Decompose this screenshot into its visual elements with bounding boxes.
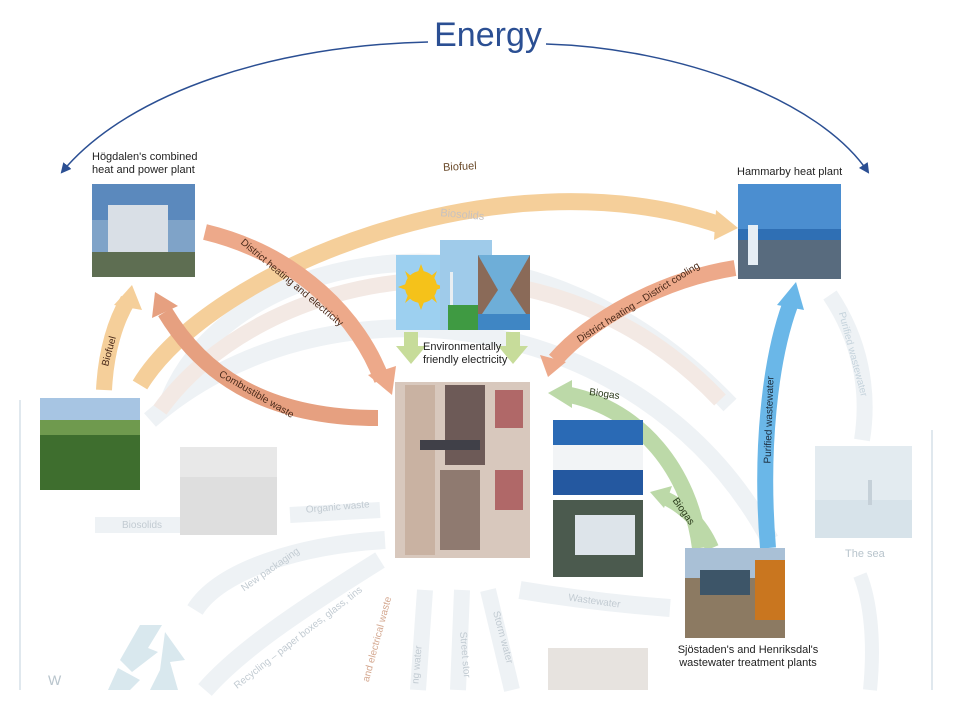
flow-label-biofuel-top: Biofuel bbox=[443, 160, 477, 174]
flow-label-combustible-waste: Combustible waste bbox=[217, 369, 296, 421]
waterfall-tile bbox=[478, 255, 530, 330]
green-down-arrow-right bbox=[498, 332, 528, 364]
flow-label-biosolids-top: Biosolids bbox=[440, 207, 485, 223]
treatment-plant-photo bbox=[685, 548, 785, 638]
biogas-lower-arrow bbox=[661, 491, 719, 551]
field-photo bbox=[40, 398, 140, 490]
combustible-waste-arrow bbox=[158, 307, 379, 426]
purified-wastewater-arrow bbox=[757, 302, 798, 549]
district-heating-electricity-arrow bbox=[203, 224, 390, 383]
gravel-photo bbox=[180, 447, 277, 535]
corner-letter-label: W bbox=[48, 672, 62, 688]
hogdalen-plant-photo bbox=[92, 184, 195, 277]
hammarby-plant-label: Hammarby heat plant bbox=[737, 166, 843, 178]
flow-label-biosolids-bottom: Biosolids bbox=[122, 520, 162, 531]
car-photo bbox=[553, 500, 643, 577]
flow-label-biogas-upper: Biogas bbox=[588, 387, 620, 402]
green-down-arrow-left bbox=[396, 332, 426, 364]
recycling-icon bbox=[108, 625, 185, 690]
faded-background-flows bbox=[95, 253, 879, 696]
bottom-photo bbox=[548, 648, 648, 690]
diagram-title: Energy bbox=[434, 16, 542, 54]
sea-photo bbox=[815, 446, 912, 538]
hogdalen-plant-label: Högdalen's combined heat and power plant bbox=[92, 151, 198, 176]
sea-label: The sea bbox=[845, 548, 885, 560]
building-photo bbox=[395, 382, 530, 558]
energy-arc-right bbox=[545, 43, 870, 174]
flow-label-street-storm: Street stor bbox=[457, 631, 472, 679]
district-heating-cooling-arrow bbox=[548, 260, 737, 366]
environmental-electricity-label: Environmentally friendly electricity bbox=[423, 341, 508, 366]
energy-arc-left bbox=[60, 41, 429, 174]
flow-label-purified-wastewater: Purified wastewater bbox=[762, 375, 776, 463]
flow-label-water-faded: ng water bbox=[410, 645, 424, 685]
bus-photo bbox=[553, 420, 643, 495]
wastewater-plants-label: Sjöstaden's and Henriksdal's wastewater … bbox=[677, 644, 819, 669]
flow-label-electrical-waste: and electrical waste bbox=[361, 595, 394, 683]
hammarby-plant-photo bbox=[738, 184, 841, 279]
sun-tile bbox=[396, 255, 446, 330]
